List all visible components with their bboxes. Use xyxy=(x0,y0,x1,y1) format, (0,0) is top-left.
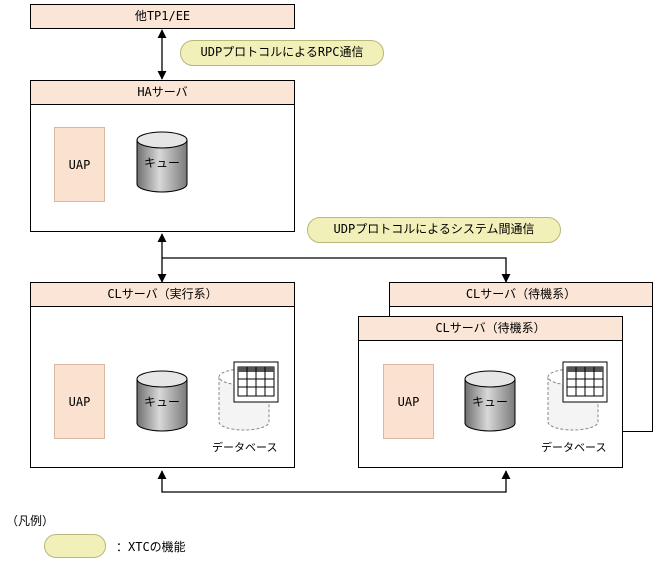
ha-server-label: HAサーバ xyxy=(137,85,188,99)
system-pill: UDPプロトコルによるシステム間通信 xyxy=(307,217,561,243)
rpc-pill-label: UDPプロトコルによるRPC通信 xyxy=(200,45,364,59)
cl-standby-uap-box: UAP xyxy=(383,364,434,439)
cl-standby-database-icon xyxy=(547,361,608,431)
legend-swatch xyxy=(44,534,106,558)
ha-standby-line xyxy=(162,257,511,283)
cl-active-header: CLサーバ（実行系） xyxy=(30,282,295,307)
cl-standby-queue-label: キュー xyxy=(471,395,508,409)
ha-queue-icon xyxy=(136,131,188,193)
cl-standby-back-header: CLサーバ（待機系） xyxy=(389,282,653,307)
cl-standby-back-label: CLサーバ（待機系） xyxy=(465,287,577,301)
legend-item-label: ：XTCの機能 xyxy=(116,540,186,554)
cl-active-uap-box: UAP xyxy=(54,364,105,439)
cl-active-database-icon xyxy=(218,361,279,431)
ha-uap-box: UAP xyxy=(54,127,105,202)
cl-standby-uap-label: UAP xyxy=(397,394,420,409)
cl-cl-link xyxy=(157,470,511,493)
other-tp1-label: 他TP1/EE xyxy=(134,9,191,23)
cl-standby-label: CLサーバ（待機系） xyxy=(435,321,546,335)
ha-uap-label: UAP xyxy=(68,157,91,172)
cl-standby-header: CLサーバ（待機系） xyxy=(358,316,623,341)
ha-server-header: HAサーバ xyxy=(30,80,295,105)
cl-active-label: CLサーバ（実行系） xyxy=(107,287,218,301)
cl-active-uap-label: UAP xyxy=(68,394,91,409)
cl-standby-database-label: データベース xyxy=(541,441,607,454)
ha-queue-label: キュー xyxy=(143,156,180,170)
cl-standby-queue-icon xyxy=(464,370,516,432)
other-tp1-box: 他TP1/EE xyxy=(30,4,295,29)
cl-active-database-label: データベース xyxy=(212,441,278,454)
legend-title: （凡例） xyxy=(6,514,55,528)
cl-active-queue-label: キュー xyxy=(143,395,180,409)
rpc-pill: UDPプロトコルによるRPC通信 xyxy=(180,40,384,66)
system-pill-label: UDPプロトコルによるシステム間通信 xyxy=(333,222,535,236)
cl-active-queue-icon xyxy=(136,370,188,432)
